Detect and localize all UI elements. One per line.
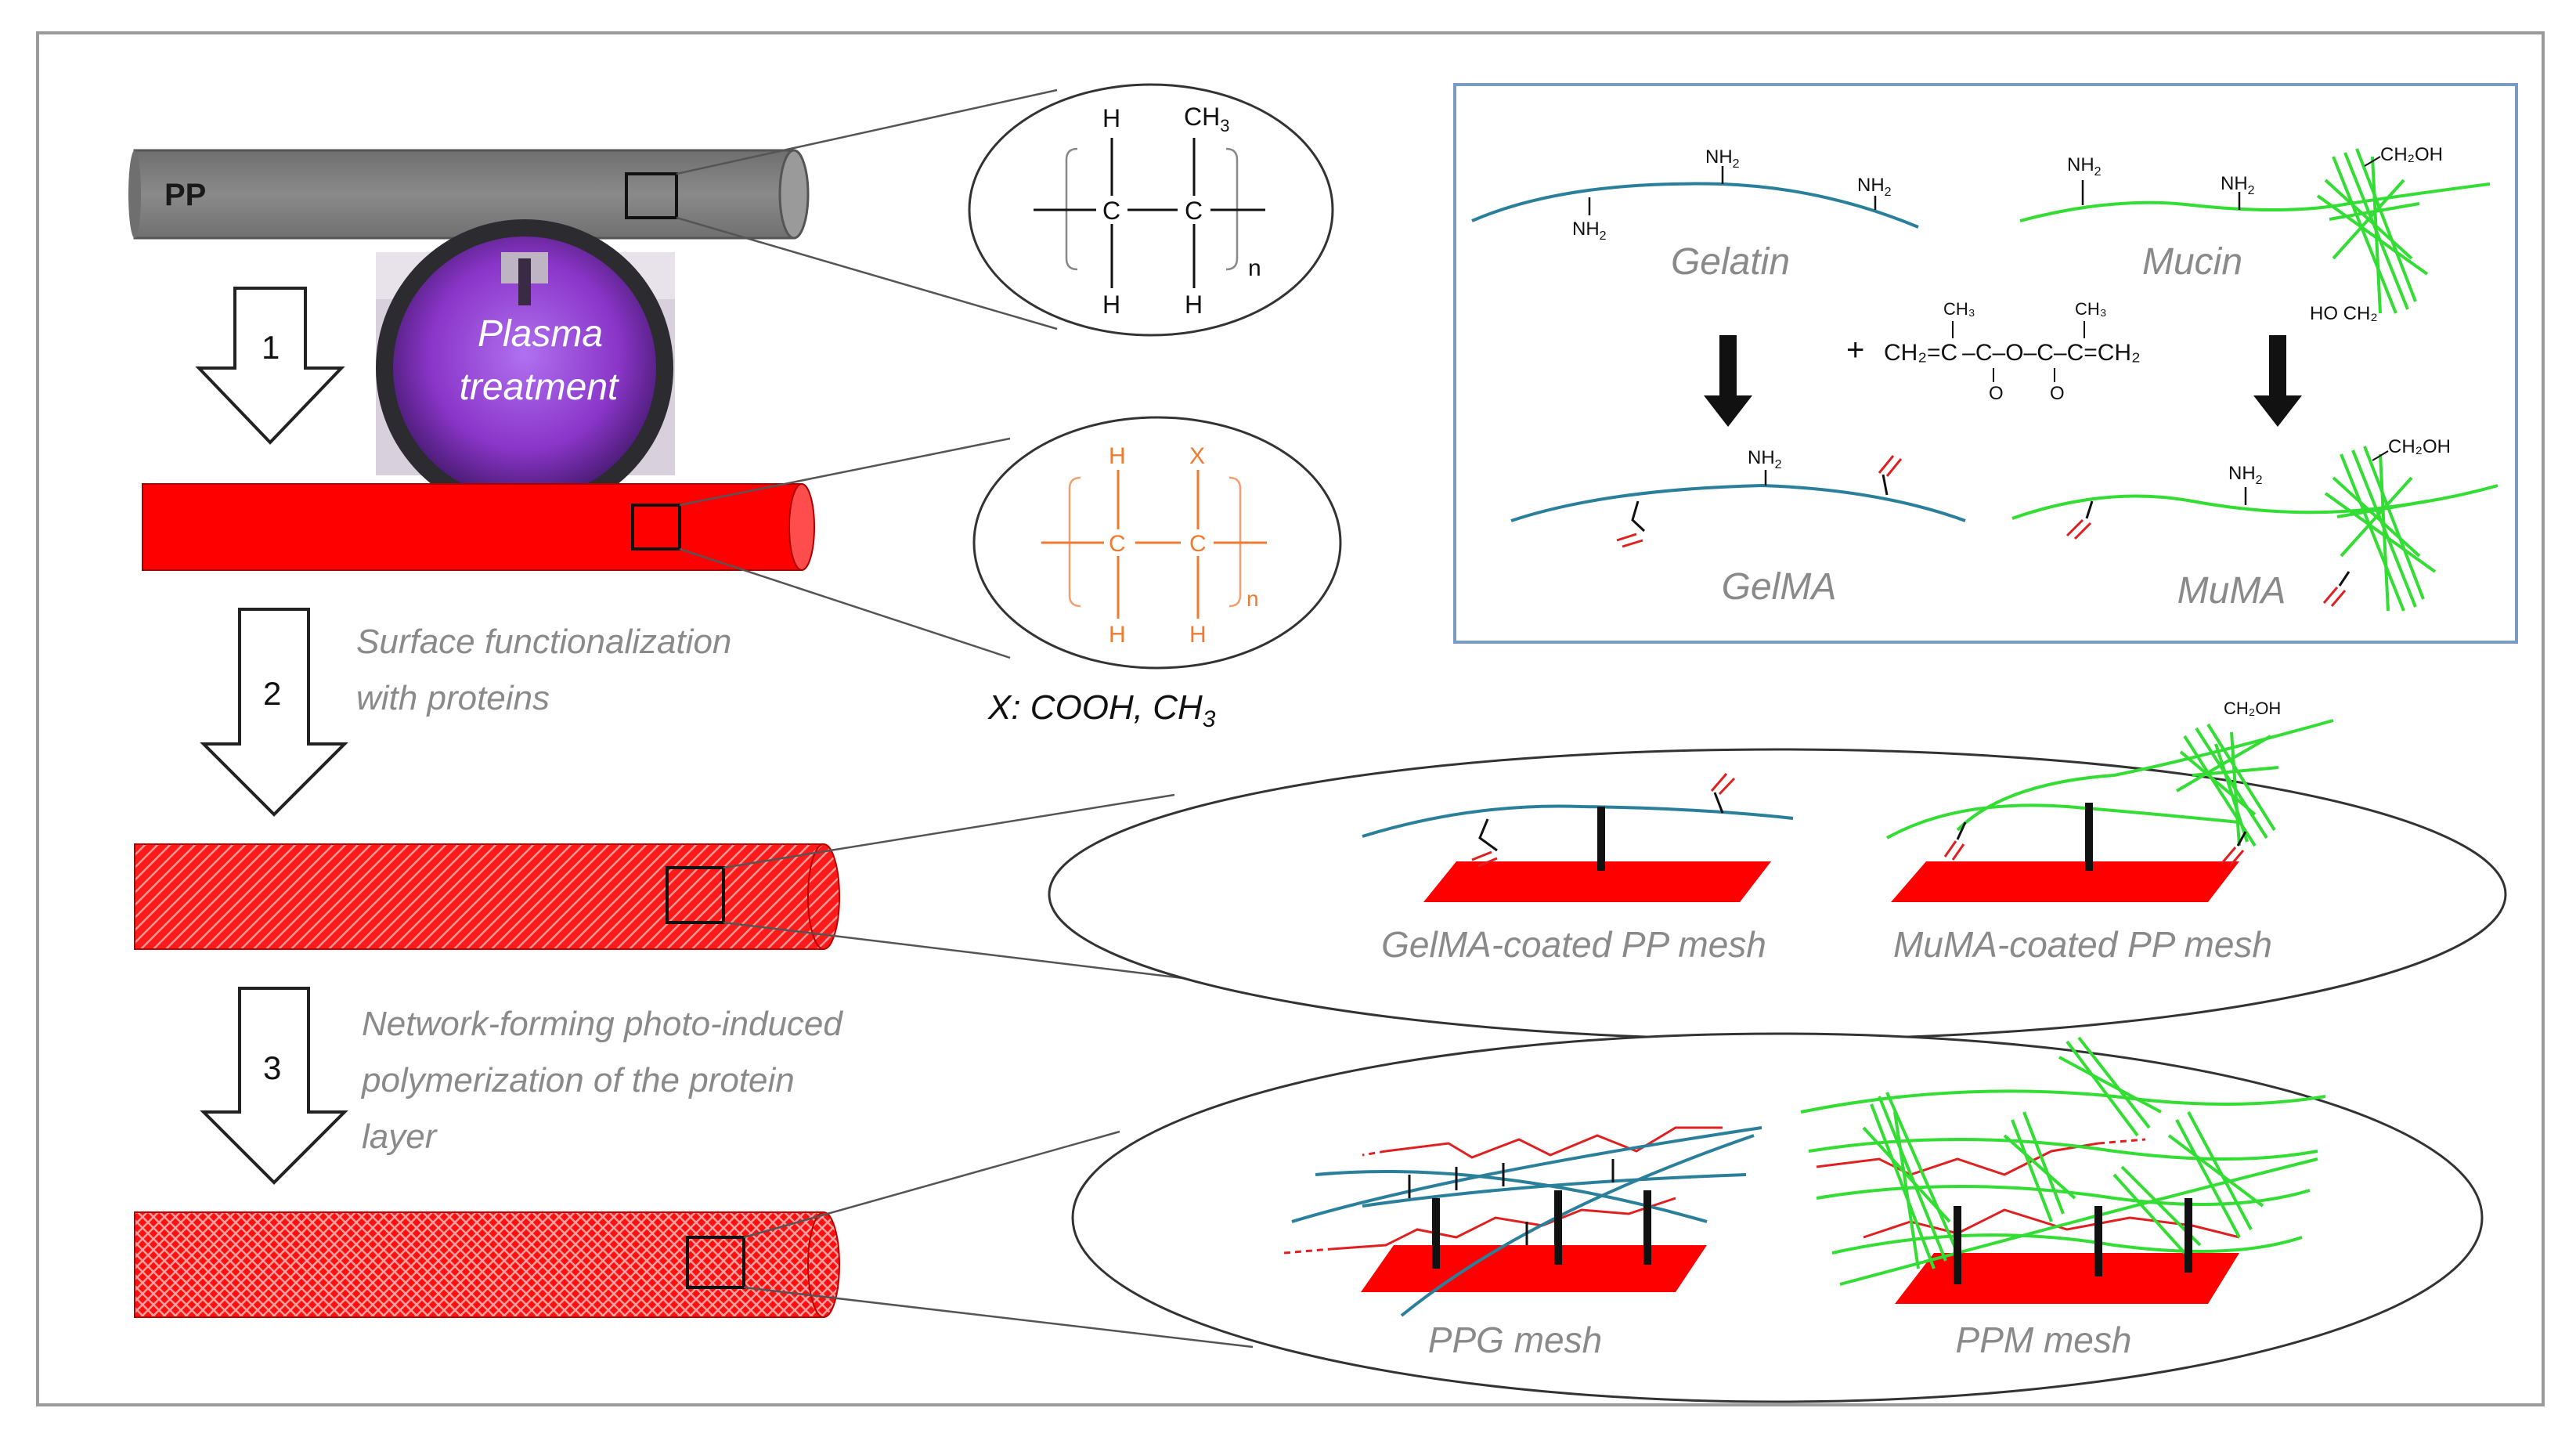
pp-tube: PP: [128, 149, 810, 240]
reagent-ch3-2: CH₃: [2075, 299, 2107, 319]
ppm-label: PPM mesh: [1956, 1320, 2132, 1360]
pp-c2: C: [1185, 197, 1203, 225]
step-2-caption-line-1: Surface functionalization: [356, 623, 731, 661]
pp-n: n: [1248, 255, 1261, 281]
zoom-box: [631, 504, 681, 551]
figure-frame: [36, 31, 2545, 1406]
gelatin-nh2-2: NH2: [1705, 146, 1740, 171]
reagent-ch3-1: CH₃: [1943, 299, 1975, 319]
step-arrow-1: 1: [195, 287, 345, 445]
muma-nh2: NH2: [2228, 463, 2263, 487]
plasma-line-2: treatment: [460, 366, 619, 408]
reagent-formula: CH₂=C –C–O–C–C=CH₂: [1884, 340, 2141, 366]
step-2-caption-line-2: with proteins: [356, 679, 550, 717]
treated-n: n: [1247, 587, 1259, 611]
treated-x: X: [1189, 443, 1205, 469]
step-3-caption-line-3: layer: [362, 1117, 438, 1156]
coated-tube: [134, 843, 840, 950]
step-arrow-3: 3: [200, 987, 348, 1185]
pp-structure: H CH3 C C H H n: [968, 83, 1334, 337]
reagent-o-1: O: [1989, 383, 2004, 404]
treated-tube: [142, 483, 815, 571]
reaction-plus: +: [1846, 333, 1864, 367]
plasma-photo: Plasma treatment: [376, 219, 675, 517]
treated-h-top: H: [1109, 443, 1126, 469]
treated-structure: H X C C H H n: [972, 416, 1342, 670]
step-number-1: 1: [262, 329, 280, 366]
gelatin-label: Gelatin: [1671, 241, 1790, 283]
pp-h-bot2: H: [1185, 291, 1203, 319]
network-tube: [134, 1211, 840, 1318]
coated-right-label: MuMA-coated PP mesh: [1893, 924, 2272, 965]
gelatin-nh2-3: NH2: [1857, 175, 1892, 199]
treated-c2: C: [1189, 531, 1207, 557]
reaction-box: NH2 NH2 NH2 Gelatin NH2 NH2 CH₂OH HO CH₂…: [1453, 83, 2518, 644]
step-3-caption-line-1: Network-forming photo-induced: [362, 1005, 843, 1043]
step-3-caption-line-2: polymerization of the protein: [360, 1061, 795, 1099]
treated-h-bot2: H: [1189, 622, 1207, 648]
reaction-arrow-left: [1704, 335, 1752, 427]
mucin-nh2-2: NH2: [2221, 173, 2255, 197]
coated-panel: CH₂OH GelMA-coated PP mesh MuMA-coated P…: [1048, 699, 2507, 1041]
gelma-nh2: NH2: [1748, 447, 1782, 471]
reaction-arrow-right: [2253, 335, 2302, 427]
mucin-nh2-1: NH2: [2067, 154, 2102, 179]
muma-ch2oh: CH₂OH: [2388, 436, 2451, 457]
pp-h-top: H: [1102, 104, 1120, 132]
coated-ch2oh: CH₂OH: [2224, 699, 2281, 718]
gelatin-nh2-1: NH2: [1572, 218, 1607, 243]
mucin-label: Mucin: [2142, 241, 2242, 283]
muma-label: MuMA: [2177, 570, 2286, 612]
zoom-box: [686, 1236, 745, 1289]
zoom-box: [625, 172, 678, 219]
ppg-label: PPG mesh: [1428, 1320, 1602, 1360]
gelma-label: GelMA: [1722, 566, 1837, 608]
step-number-3: 3: [263, 1049, 281, 1086]
pp-h-bot1: H: [1102, 291, 1120, 319]
step-arrow-2: 2: [200, 608, 348, 817]
treated-h-bot1: H: [1109, 622, 1126, 648]
x-note: X: COOH, CH3: [987, 688, 1216, 732]
treated-c1: C: [1109, 531, 1126, 557]
coated-left-label: GelMA-coated PP mesh: [1381, 924, 1766, 965]
plasma-line-1: Plasma: [478, 313, 603, 355]
mucin-ch2oh: CH₂OH: [2380, 144, 2443, 165]
pp-ch3: CH3: [1184, 103, 1229, 135]
reagent-o-2: O: [2050, 383, 2065, 404]
mucin-hoch2: HO CH₂: [2310, 303, 2378, 324]
pp-label: PP: [164, 178, 206, 212]
pp-c1: C: [1102, 197, 1120, 225]
step-number-2: 2: [263, 675, 281, 712]
network-panel: PPG mesh PPM mesh: [1071, 1032, 2484, 1403]
zoom-box: [666, 866, 725, 924]
